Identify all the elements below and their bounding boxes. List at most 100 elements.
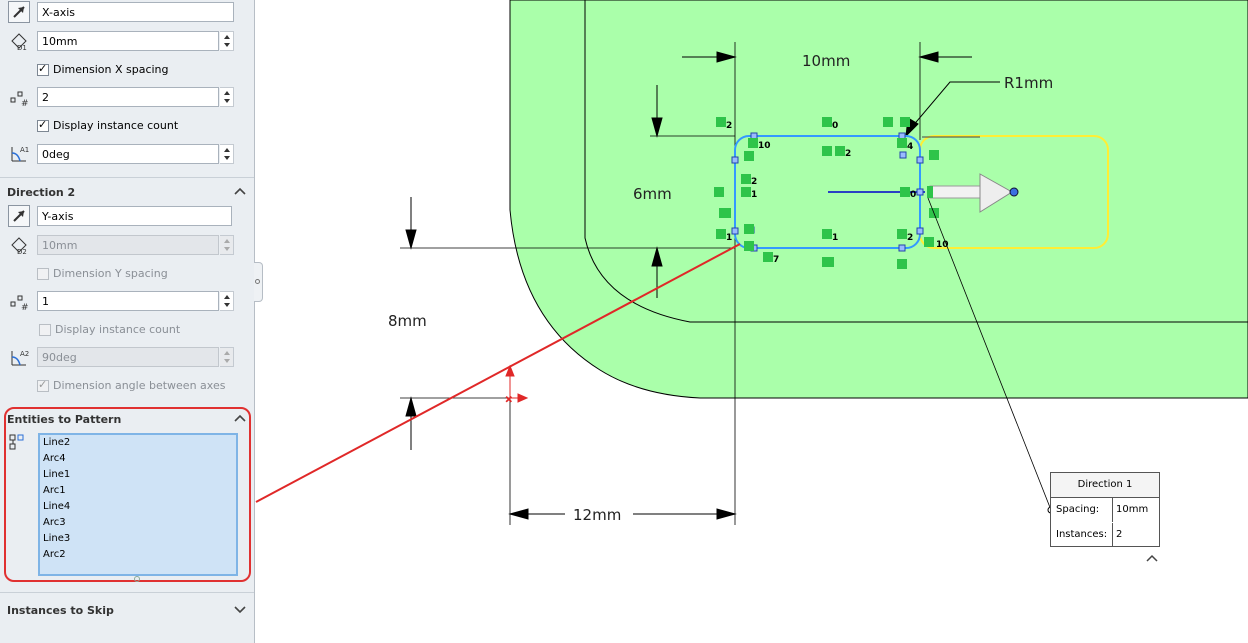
svg-text:10: 10 — [758, 141, 771, 151]
svg-text:D1: D1 — [17, 44, 27, 52]
svg-text:D2: D2 — [17, 248, 27, 256]
dimension-10mm-text[interactable]: 10mm — [802, 52, 850, 70]
display-instance-count-label-1: Display instance count — [53, 119, 179, 132]
instances-to-skip-header[interactable]: Instances to Skip — [0, 599, 254, 621]
dimension-12mm-text[interactable]: 12mm — [573, 506, 621, 524]
reverse-direction-icon — [8, 205, 30, 227]
entity-list-item[interactable]: Line1 — [43, 469, 71, 480]
svg-text:×: × — [505, 395, 513, 405]
entities-header[interactable]: Entities to Pattern — [0, 408, 254, 430]
dimension-x-spacing-label: Dimension X spacing — [53, 63, 169, 76]
direction2-header[interactable]: Direction 2 — [0, 181, 254, 203]
reverse-direction-icon — [8, 1, 30, 23]
part-face — [509, 0, 1248, 399]
dimension-8mm-text[interactable]: 8mm — [388, 312, 427, 330]
direction2-instances-input[interactable]: 1 — [37, 291, 219, 311]
direction1-axis-field[interactable]: X-axis — [37, 2, 234, 22]
callout-spacing-label: Spacing: — [1056, 504, 1100, 515]
property-manager-panel: X-axis D1 10mm Dimension X spacing # 2 D… — [0, 0, 255, 643]
dimension-y-spacing-label: Dimension Y spacing — [53, 267, 168, 280]
callout-leader — [927, 197, 1052, 511]
direction-arrow-handle[interactable] — [929, 173, 1019, 213]
dimension-angle-label: Dimension angle between axes — [53, 379, 226, 392]
entity-list-item[interactable]: Arc3 — [43, 517, 66, 528]
svg-text:A2: A2 — [20, 350, 29, 358]
svg-text:#: # — [21, 99, 29, 109]
dimension-angle-checkbox[interactable] — [37, 378, 49, 392]
instances-icon: # — [8, 291, 30, 313]
callout-instances-label: Instances: — [1056, 529, 1108, 540]
svg-text:#: # — [21, 303, 29, 313]
svg-text:1: 1 — [832, 233, 838, 243]
display-instance-count-checkbox-1[interactable] — [37, 118, 49, 132]
resize-handle[interactable] — [134, 576, 140, 582]
dimension-y-spacing-checkbox[interactable] — [37, 268, 49, 280]
svg-text:A1: A1 — [20, 146, 29, 154]
instances-icon: # — [8, 87, 30, 109]
svg-text:2: 2 — [907, 233, 913, 243]
entities-highlight-outline — [4, 407, 251, 582]
entity-list-item[interactable]: Arc2 — [43, 549, 66, 560]
svg-text:2: 2 — [726, 121, 732, 131]
annotation-red-line — [255, 243, 741, 503]
direction2-axis-field[interactable]: Y-axis — [37, 206, 232, 226]
display-instance-count-checkbox-2[interactable] — [39, 324, 51, 336]
callout-instances-value[interactable]: 2 — [1112, 523, 1159, 547]
entity-list-item[interactable]: Line4 — [43, 501, 71, 512]
svg-text:0: 0 — [910, 190, 916, 200]
direction2-instances-spinner[interactable] — [220, 291, 234, 311]
part-inner-edge — [584, 0, 1248, 323]
direction1-instances-spinner[interactable] — [220, 87, 234, 107]
direction2-reverse-direction-button[interactable] — [8, 205, 30, 227]
direction1-angle-input[interactable]: 0deg — [37, 144, 219, 164]
angle-a1-icon: A1 — [8, 143, 30, 165]
direction1-callout[interactable]: Direction 1 Spacing: 10mm Instances: 2 — [1050, 472, 1160, 547]
direction2-spacing-spinner[interactable] — [220, 235, 234, 255]
chevron-up-icon — [234, 414, 246, 422]
direction1-spacing-input[interactable]: 10mm — [37, 31, 219, 51]
panel-collapse-handle[interactable] — [254, 262, 263, 302]
svg-text:1: 1 — [726, 233, 732, 243]
entity-list-item[interactable]: Line3 — [43, 533, 71, 544]
dimension-6mm[interactable] — [651, 85, 663, 298]
graphics-area[interactable]: 10mm R1mm 6mm 8mm 12mm × — [255, 0, 1248, 643]
direction1-reverse-direction-button[interactable] — [8, 1, 30, 23]
svg-text:1: 1 — [751, 190, 757, 200]
sketch-relation-glyphs: 2 0 0 10 4 2 2 1 0 1 1 2 10 7 — [714, 117, 949, 269]
svg-text:4: 4 — [907, 142, 913, 152]
entity-list-item[interactable]: Arc1 — [43, 485, 66, 496]
entity-list-item[interactable]: Arc4 — [43, 453, 66, 464]
callout-collapse-chevron-icon[interactable] — [1146, 553, 1158, 563]
origin-marker: × — [505, 364, 529, 406]
dimension-8mm[interactable] — [405, 197, 417, 450]
svg-text:10: 10 — [936, 240, 949, 250]
chevron-up-icon — [234, 187, 246, 195]
direction2-angle-spinner[interactable] — [220, 347, 234, 367]
svg-text:7: 7 — [773, 255, 779, 265]
direction2-angle-input[interactable]: 90deg — [37, 347, 219, 367]
direction1-angle-spinner[interactable] — [220, 144, 234, 164]
sketch-entities-icon — [9, 434, 31, 456]
chevron-down-icon — [234, 606, 246, 614]
direction2-title: Direction 2 — [7, 186, 76, 199]
callout-spacing-value[interactable]: 10mm — [1112, 498, 1159, 522]
spacing-d2-icon: D2 — [8, 234, 30, 256]
angle-a2-icon: A2 — [8, 347, 30, 369]
svg-text:2: 2 — [845, 149, 851, 159]
extension-lines — [400, 42, 921, 525]
spacing-d1-icon: D1 — [8, 30, 30, 52]
direction1-instances-input[interactable]: 2 — [37, 87, 219, 107]
dimension-12mm[interactable] — [508, 508, 737, 520]
direction2-spacing-input[interactable]: 10mm — [37, 235, 219, 255]
dimension-r1mm-text[interactable]: R1mm — [1004, 74, 1053, 92]
svg-text:0: 0 — [910, 121, 916, 131]
callout-title: Direction 1 — [1051, 473, 1159, 498]
dimension-6mm-text[interactable]: 6mm — [633, 185, 672, 203]
dimension-10mm[interactable] — [682, 51, 972, 63]
svg-text:2: 2 — [751, 177, 757, 187]
entity-list-item[interactable]: Line2 — [43, 437, 71, 448]
instances-to-skip-title: Instances to Skip — [7, 604, 114, 617]
direction1-spacing-spinner[interactable] — [220, 31, 234, 51]
dimension-x-spacing-checkbox[interactable] — [37, 62, 49, 76]
